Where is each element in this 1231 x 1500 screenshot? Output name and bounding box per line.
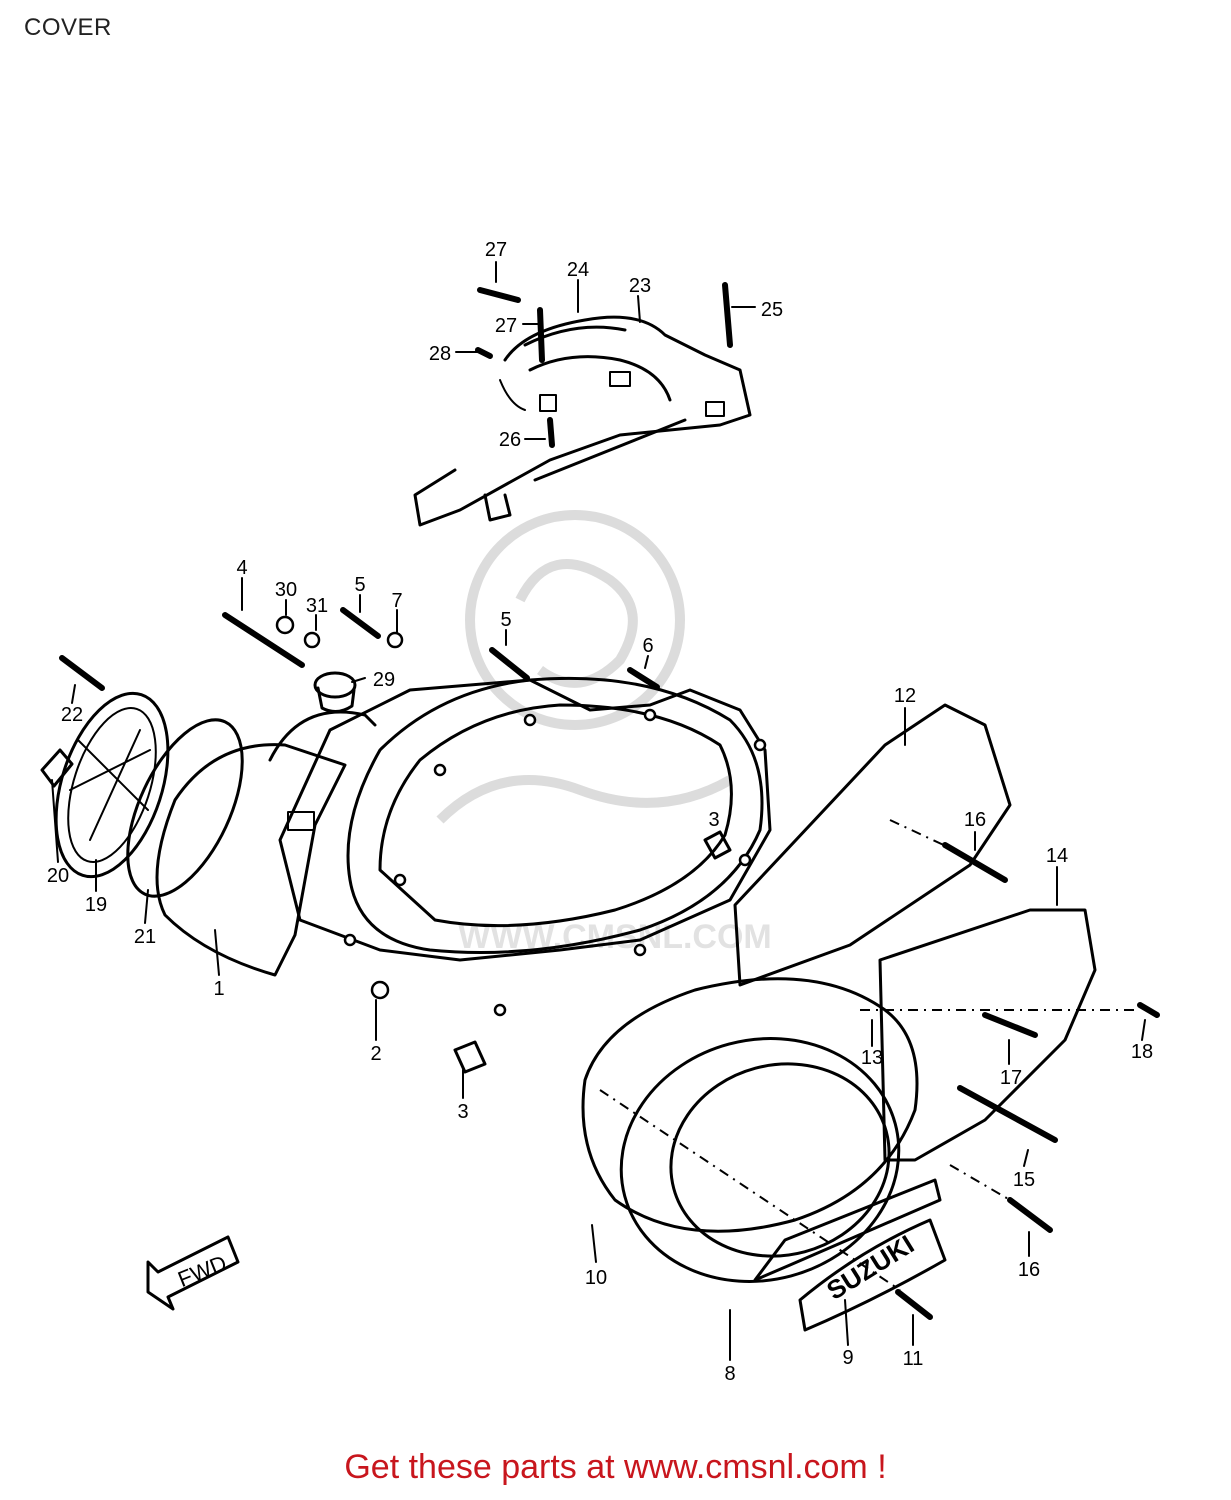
callout-9: 9 <box>842 1347 853 1369</box>
callout-7: 7 <box>391 590 402 612</box>
crankcase-cover-and-gasket <box>222 607 772 1074</box>
callout-20: 20 <box>47 865 69 887</box>
upper-cover-assembly <box>413 282 752 527</box>
callout-16-second: 16 <box>1018 1259 1040 1281</box>
callout-19: 19 <box>85 894 107 916</box>
fwd-direction-arrow: FWD <box>146 1235 240 1311</box>
callout-16: 16 <box>964 809 986 831</box>
callout-28: 28 <box>429 343 451 365</box>
callout-11: 11 <box>903 1348 924 1370</box>
callout-23: 23 <box>629 275 651 297</box>
left-cover-assembly <box>40 655 377 977</box>
callout-2: 2 <box>370 1043 381 1065</box>
page-title: COVER <box>24 14 112 41</box>
callout-6: 6 <box>642 635 653 657</box>
callout-8: 8 <box>724 1363 735 1385</box>
callout-18: 18 <box>1131 1041 1153 1063</box>
callout-5-second: 5 <box>500 609 511 631</box>
callout-1: 1 <box>213 978 224 1000</box>
callout-12: 12 <box>894 685 916 707</box>
callout-31: 31 <box>306 595 328 617</box>
callout-27: 27 <box>485 239 507 261</box>
callout-labels: 27 24 23 25 27 28 26 4 30 31 5 7 29 5 6 … <box>47 239 1153 1385</box>
callout-27-second: 27 <box>495 315 517 337</box>
callout-17: 17 <box>1000 1067 1022 1089</box>
callout-13: 13 <box>861 1047 883 1069</box>
callout-26: 26 <box>499 429 521 451</box>
gasket-holes <box>343 708 767 1017</box>
footer-promo-link[interactable]: Get these parts at www.cmsnl.com ! <box>344 1448 887 1486</box>
callout-3-second: 3 <box>708 809 719 831</box>
callout-10: 10 <box>585 1267 607 1289</box>
callout-4: 4 <box>236 557 247 579</box>
callout-22: 22 <box>61 704 83 726</box>
callout-3: 3 <box>457 1101 468 1123</box>
fwd-label: FWD <box>174 1250 230 1292</box>
leader-lines <box>51 261 1146 1361</box>
callout-30: 30 <box>275 579 297 601</box>
callout-14: 14 <box>1046 845 1068 867</box>
callout-15: 15 <box>1013 1169 1035 1191</box>
callout-29: 29 <box>373 669 395 691</box>
callout-24: 24 <box>567 259 589 281</box>
watermark: WWW.CMSNL.COM <box>436 510 772 956</box>
callout-25: 25 <box>761 299 783 321</box>
callout-5: 5 <box>354 574 365 596</box>
callout-21: 21 <box>134 926 156 948</box>
